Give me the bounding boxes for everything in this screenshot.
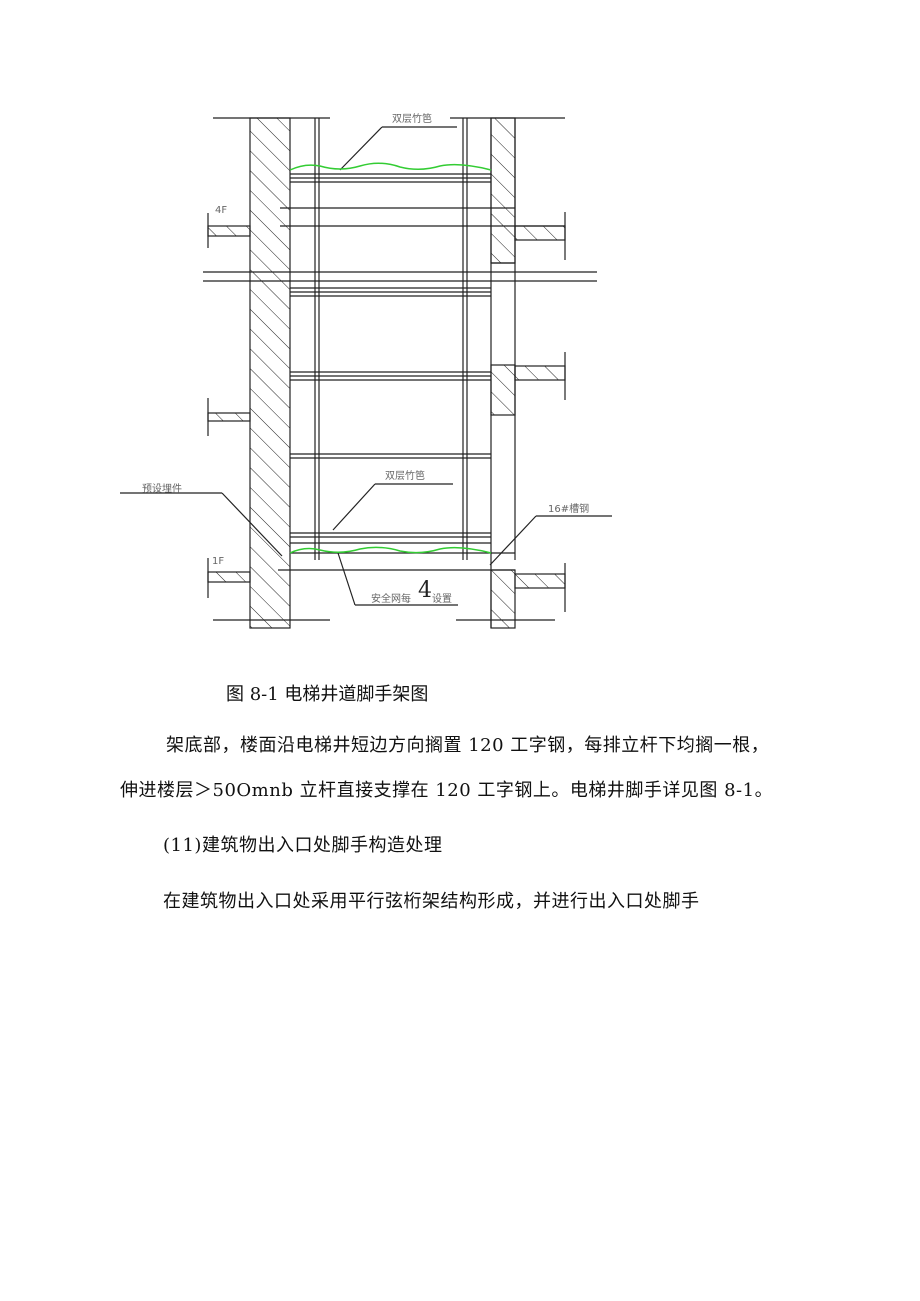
drawing-lines <box>120 117 612 629</box>
elevator-shaft-scaffold-drawing: 双层竹笆 4F 预设埋件 双层竹笆 16#槽钢 1F 安全网每 4 设置 <box>120 114 612 629</box>
paragraph-1: 架底部，楼面沿电梯井短边方向搁置 120 工字钢，每排立杆下均搁一根， <box>166 735 770 756</box>
label-safety-net-tail: 设置 <box>432 594 452 605</box>
label-floor-1f: 1F <box>212 556 225 567</box>
label-floor-4f: 4F <box>215 205 228 216</box>
paragraph-3: 在建筑物出入口处采用平行弦桁架结构形成，并进行出入口处脚手 <box>163 891 700 912</box>
paragraph-2: 伸进楼层＞50Omnb 立杆直接支撑在 120 工字钢上。电梯井脚手详见图 8-… <box>120 780 774 801</box>
label-channel-steel: 16#槽钢 <box>548 504 590 515</box>
section-heading: (11)建筑物出入口处脚手构造处理 <box>163 835 443 856</box>
label-top-bamboo: 双层竹笆 <box>392 114 432 125</box>
figure-caption: 图 8-1 电梯井道脚手架图 <box>226 684 429 705</box>
label-bottom-bamboo: 双层竹笆 <box>385 471 425 482</box>
label-embedded-part: 预设埋件 <box>142 484 182 495</box>
label-safety-net: 安全网每 <box>371 594 411 605</box>
label-overlay-number: 4 <box>418 578 432 603</box>
